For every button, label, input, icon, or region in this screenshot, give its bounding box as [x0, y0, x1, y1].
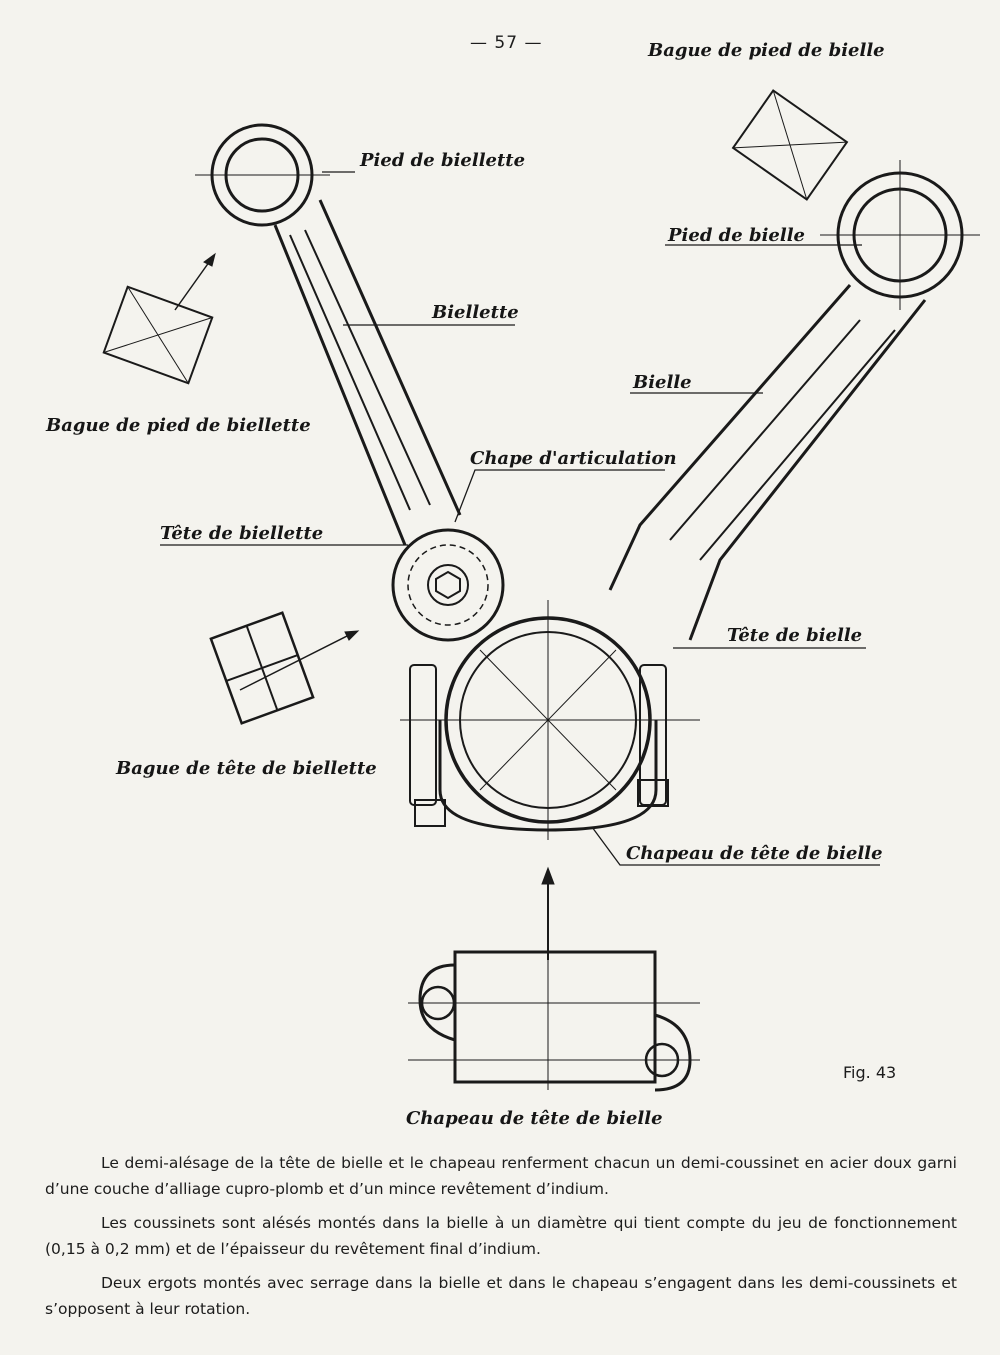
figure-caption: Fig. 43	[843, 1063, 897, 1082]
leader-lines	[160, 171, 880, 866]
label-bielle: Bielle	[633, 372, 692, 393]
label-bague-pied-biellette: Bague de pied de biellette	[46, 415, 311, 436]
label-pied-biellette: Pied de biellette	[360, 150, 526, 171]
bushing-tete-biellette	[209, 611, 315, 725]
paragraph-1: Le demi-alésage de la tête de bielle et …	[45, 1154, 957, 1198]
label-chapeau-tete-bielle: Chapeau de tête de bielle	[626, 843, 883, 864]
label-bague-tete-biellette: Bague de tête de biellette	[116, 758, 377, 779]
bielle-rod	[608, 160, 980, 641]
label-chapeau-tete-bielle-bottom: Chapeau de tête de bielle	[406, 1108, 663, 1129]
label-pied-bielle: Pied de bielle	[668, 225, 805, 246]
chapeau-bottom-view	[408, 945, 700, 1092]
page-number: — 57 —	[470, 33, 543, 53]
paragraph-2: Les coussinets sont alésés montés dans l…	[45, 1214, 957, 1258]
big-end	[400, 600, 700, 840]
connecting-rod-drawing	[102, 89, 980, 1092]
bushing-pied-biellette	[102, 285, 214, 385]
label-biellette: Biellette	[432, 302, 519, 323]
label-bague-pied-bielle: Bague de pied de bielle	[648, 40, 885, 61]
label-tete-bielle: Tête de bielle	[727, 625, 863, 646]
biellette-rod	[195, 123, 462, 546]
bushing-pied-bielle	[731, 89, 849, 201]
label-chape-articulation: Chape d'articulation	[470, 448, 677, 469]
paragraph-3: Deux ergots montés avec serrage dans la …	[45, 1274, 957, 1318]
label-tete-biellette: Tête de biellette	[160, 523, 324, 544]
articulation-joint	[391, 528, 505, 642]
